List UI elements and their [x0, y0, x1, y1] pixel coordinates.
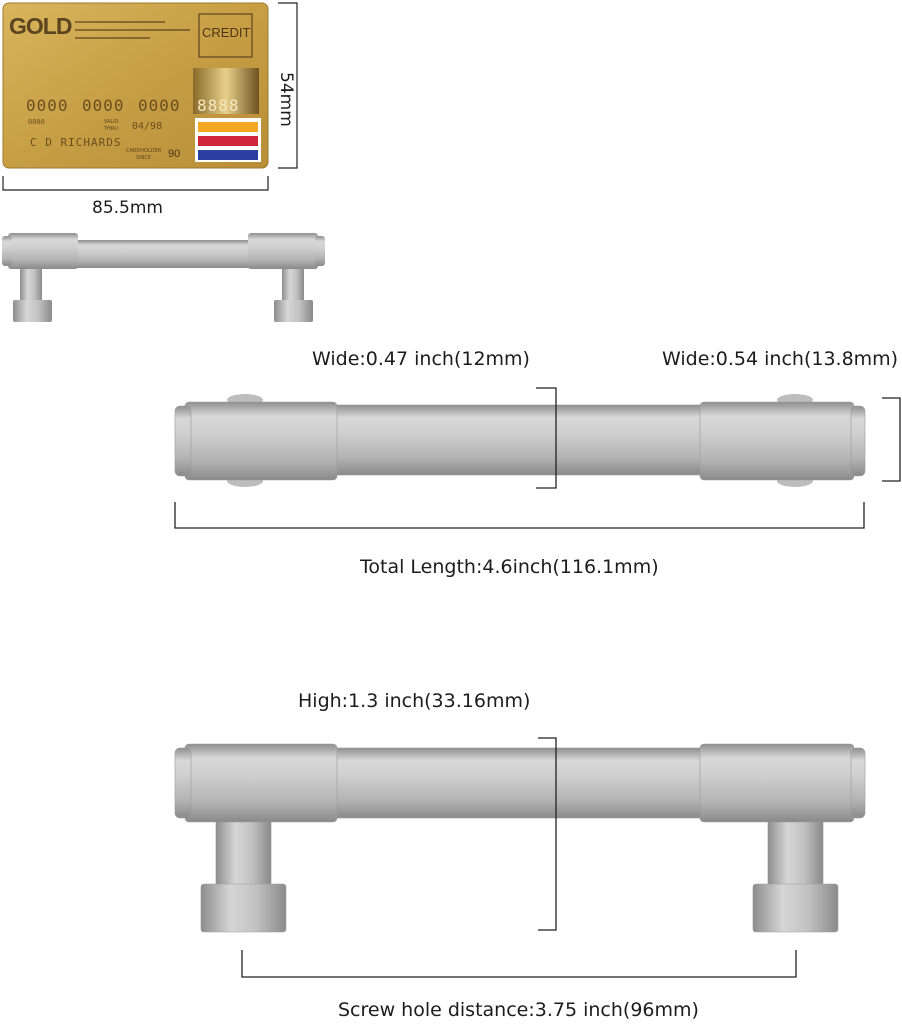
card-brand: GOLD	[9, 13, 72, 39]
card-thru-label: THRU	[104, 126, 118, 132]
handle-top-view	[174, 394, 866, 487]
total-length-bracket	[174, 502, 865, 529]
card-stripe-yellow	[198, 122, 258, 132]
card-since-label: CARDHOLDER	[126, 148, 162, 154]
card-type: CREDIT	[202, 25, 251, 40]
card-since-year: 90	[168, 148, 181, 160]
total-length-label: Total Length:4.6inch(116.1mm)	[360, 556, 659, 578]
card-height-bracket	[278, 2, 298, 169]
card-stripe-blue	[198, 150, 258, 160]
card-width-bracket	[2, 176, 269, 191]
end-width-bracket	[882, 397, 901, 482]
card-stripe-red	[198, 136, 258, 146]
card-number-group-4: 8888	[197, 96, 240, 115]
credit-card	[2, 2, 269, 169]
card-holder-name: C D RICHARDS	[30, 136, 122, 149]
card-number-group-2: 0000	[82, 96, 125, 115]
card-number-group-3: 0000	[138, 96, 181, 115]
bar-width-label: Wide:0.47 inch(12mm)	[312, 348, 530, 370]
end-width-label: Wide:0.54 inch(13.8mm)	[662, 348, 899, 370]
card-since-label-2: SINCE	[136, 155, 152, 161]
card-expiry: 04/98	[132, 121, 163, 132]
card-number-group-1: 0000	[26, 96, 69, 115]
screw-hole-bracket	[241, 950, 797, 978]
height-bracket	[538, 737, 557, 931]
card-width-label: 85.5mm	[92, 198, 163, 218]
screw-hole-label: Screw hole distance:3.75 inch(96mm)	[338, 999, 699, 1021]
height-label: High:1.3 inch(33.16mm)	[298, 690, 531, 712]
handle-side-view	[174, 743, 866, 933]
card-small-number: 0000	[28, 118, 45, 126]
card-valid-label: VALID	[104, 119, 119, 125]
card-height-label: 54mm	[276, 72, 296, 127]
bar-width-bracket	[536, 387, 557, 489]
small-handle	[2, 233, 325, 322]
